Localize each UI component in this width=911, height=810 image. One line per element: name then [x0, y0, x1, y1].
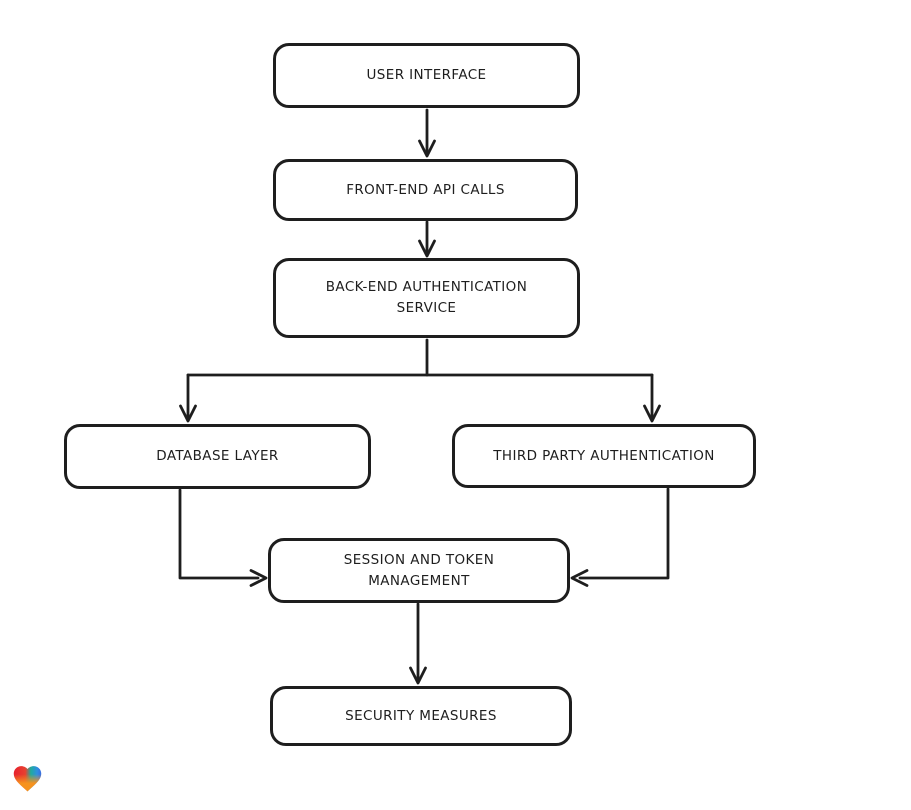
- node-back-end-authentication-service-label: BACK-END AUTHENTICATION SERVICE: [325, 279, 528, 316]
- arrow-database-to-session: [178, 488, 268, 587]
- arrow-user-interface-to-front-end: [418, 108, 436, 158]
- node-back-end-authentication-service[interactable]: BACK-END AUTHENTICATION SERVICE: [273, 258, 580, 338]
- arrow-third-party-to-session: [570, 487, 670, 587]
- node-user-interface[interactable]: USER INTERFACE: [273, 43, 580, 108]
- node-user-interface-label: USER INTERFACE: [366, 67, 487, 84]
- arrow-session-to-security: [409, 602, 427, 685]
- node-security-measures[interactable]: SECURITY MEASURES: [270, 686, 572, 746]
- node-session-and-token-management[interactable]: SESSION AND TOKEN MANAGEMENT: [268, 538, 570, 603]
- gradient-heart-icon[interactable]: [11, 762, 44, 795]
- node-third-party-authentication-label: THIRD PARTY AUTHENTICATION: [493, 447, 715, 464]
- arrow-back-end-branch: [179, 338, 661, 423]
- node-front-end-api-calls[interactable]: FRONT-END API CALLS: [273, 159, 578, 221]
- node-third-party-authentication[interactable]: THIRD PARTY AUTHENTICATION: [452, 424, 756, 488]
- node-database-layer-label: DATABASE LAYER: [156, 448, 279, 465]
- node-security-measures-label: SECURITY MEASURES: [345, 707, 497, 724]
- node-session-and-token-management-label: SESSION AND TOKEN MANAGEMENT: [343, 551, 495, 589]
- node-database-layer[interactable]: DATABASE LAYER: [64, 424, 371, 489]
- node-front-end-api-calls-label: FRONT-END API CALLS: [346, 181, 505, 198]
- arrow-front-end-to-back-end: [418, 220, 436, 258]
